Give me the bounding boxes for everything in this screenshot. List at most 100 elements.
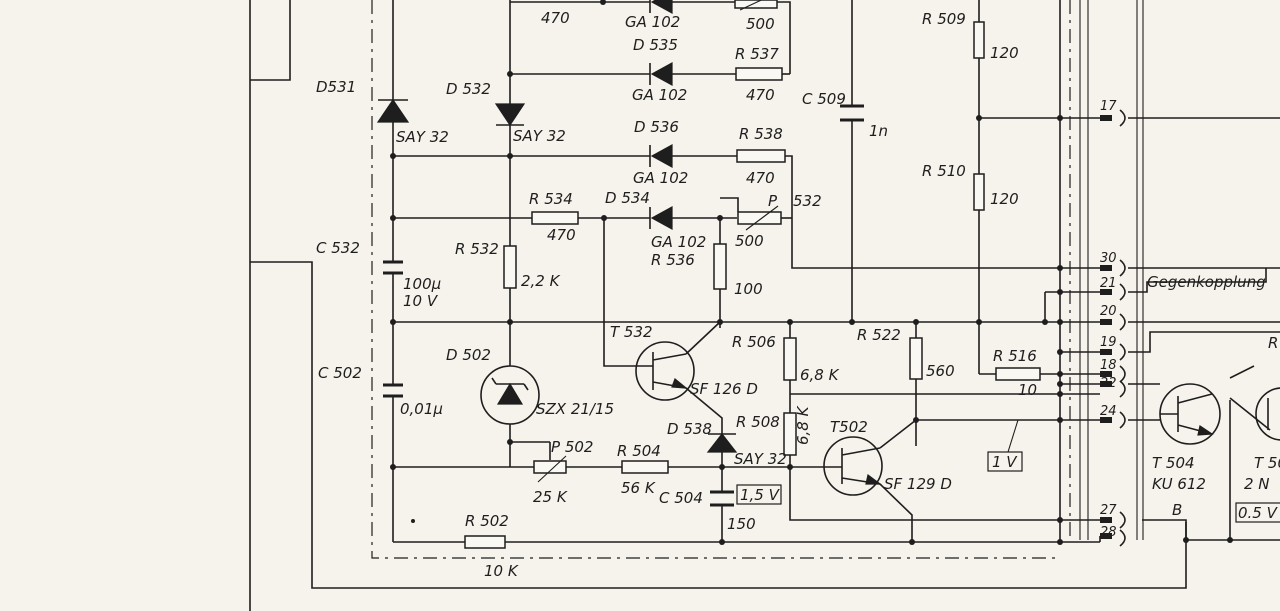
label-r504-value: 56 K: [621, 479, 656, 497]
terminal-number: 27: [1100, 503, 1117, 518]
junction-dots: [390, 0, 1233, 545]
terminal-28: [1100, 529, 1126, 547]
terminal-number: 20: [1100, 304, 1117, 319]
terminal-20: [1100, 313, 1126, 331]
terminal-number: 28: [1100, 525, 1117, 540]
label-d538-type: SAY 32: [734, 450, 787, 468]
resistor-r536: [713, 243, 727, 290]
label-r522: R 522: [857, 326, 901, 344]
label-d532: D 532: [446, 80, 491, 98]
label-d536: D 536: [634, 118, 679, 136]
terminal-number: 22: [1100, 376, 1117, 391]
label-c504-value: 150: [727, 515, 756, 533]
label-p532-value: 500: [735, 232, 764, 250]
terminal-numbers: 17 30 21 20 19 18 22 24 27 28: [1100, 99, 1117, 540]
label-r538-value: 470: [746, 169, 775, 187]
voltage-1-5v: 1,5 V: [740, 486, 781, 504]
resistor-r534: [531, 211, 579, 225]
label-r537-value: 470: [746, 86, 775, 104]
label-r532-value: 2,2 K: [521, 272, 561, 290]
label-p532-number: 532: [793, 192, 822, 210]
terminal-18: [1100, 365, 1126, 383]
label-c504: C 504: [659, 489, 703, 507]
resistor-r504: [621, 460, 669, 474]
transistors: [635, 341, 1280, 496]
label-p502-value: 25 K: [533, 488, 568, 506]
label-t504: T 504: [1152, 454, 1195, 472]
zener-d502-circle: [480, 365, 540, 425]
component-labels: 470 GA 102 500 D 535 R 537 GA 102 470 R …: [316, 9, 1280, 580]
label-t532: T 532: [610, 323, 653, 341]
label-r534-value: 470: [547, 226, 576, 244]
resistor-r532: [503, 245, 517, 289]
label-r536: R 536: [651, 251, 695, 269]
label-r-edge: R: [1268, 334, 1278, 352]
terminal-number: 19: [1100, 335, 1117, 350]
label-r502: R 502: [465, 512, 509, 530]
label-d536-type: GA 102: [633, 169, 688, 187]
potentiometer-top: [734, 0, 778, 9]
label-d502-type: SZX 21/15: [536, 400, 614, 418]
label-t504-type: KU 612: [1152, 475, 1206, 493]
transistor-t502: [823, 436, 883, 496]
label-r532: R 532: [455, 240, 499, 258]
voltage-box-0-5v: [1235, 502, 1280, 523]
label-r509-value: 120: [990, 44, 1019, 62]
capacitor-c502: [383, 383, 403, 398]
capacitors: [383, 104, 864, 507]
voltage-box-1v: [987, 451, 1023, 472]
label-d502: D 502: [446, 346, 491, 364]
terminal-number: 18: [1100, 358, 1117, 373]
terminal-30: [1100, 259, 1126, 277]
label-node-b: B: [1172, 501, 1182, 519]
frame-lines: [249, 0, 1187, 611]
resistor-r506: [783, 337, 797, 381]
label-c502: C 502: [318, 364, 362, 382]
resistor-r516: [995, 367, 1041, 381]
label-gegenkopplung: Gegenkopplung: [1147, 273, 1266, 291]
label-r504: R 504: [617, 442, 661, 460]
label-r-top-value: 470: [541, 9, 570, 27]
resistor-r537: [735, 67, 783, 81]
label-t502: T502: [830, 418, 868, 436]
label-r502-value: 10 K: [484, 562, 519, 580]
capacitor-c509: [840, 104, 864, 122]
label-d531-type: SAY 32: [396, 128, 449, 146]
label-r510: R 510: [922, 162, 966, 180]
label-d535-type: GA 102: [632, 86, 687, 104]
label-r534: R 534: [529, 190, 573, 208]
label-p502: P 502: [551, 438, 593, 456]
resistor-r502: [464, 535, 506, 549]
terminal-number: 24: [1100, 404, 1117, 419]
label-r510-value: 120: [990, 190, 1019, 208]
terminal-24: [1100, 411, 1126, 429]
transistor-t532: [635, 341, 695, 401]
potentiometer-p532: [737, 211, 782, 225]
label-c532: C 532: [316, 239, 360, 257]
label-c532-voltage: 10 V: [403, 292, 439, 310]
terminal-19: [1100, 343, 1126, 361]
label-d532-type: SAY 32: [513, 127, 566, 145]
voltage-box-1-5v: [736, 484, 782, 505]
label-c509: C 509: [802, 90, 846, 108]
diodes: [376, 0, 738, 453]
label-t502-type: SF 129 D: [884, 475, 952, 493]
terminal-21: [1100, 283, 1126, 301]
label-d534: D 534: [605, 189, 650, 207]
label-p-top-value: 500: [746, 15, 775, 33]
label-r536-value: 100: [734, 280, 763, 298]
label-r508: R 508: [736, 413, 780, 431]
label-c502-value: 0,01µ: [400, 400, 443, 418]
label-r506-value: 6,8 K: [800, 366, 840, 384]
transistor-t50x: [1255, 387, 1280, 441]
resistor-r510: [973, 173, 985, 211]
resistor-r509: [973, 21, 985, 59]
label-c509-value: 1n: [869, 122, 888, 140]
terminal-number: 30: [1100, 251, 1117, 266]
terminal-number: 17: [1100, 99, 1117, 114]
wires: [392, 0, 1280, 543]
terminal-27: [1100, 511, 1126, 529]
label-d534-type: GA 102: [651, 233, 706, 251]
label-r522-value: 560: [926, 362, 955, 380]
